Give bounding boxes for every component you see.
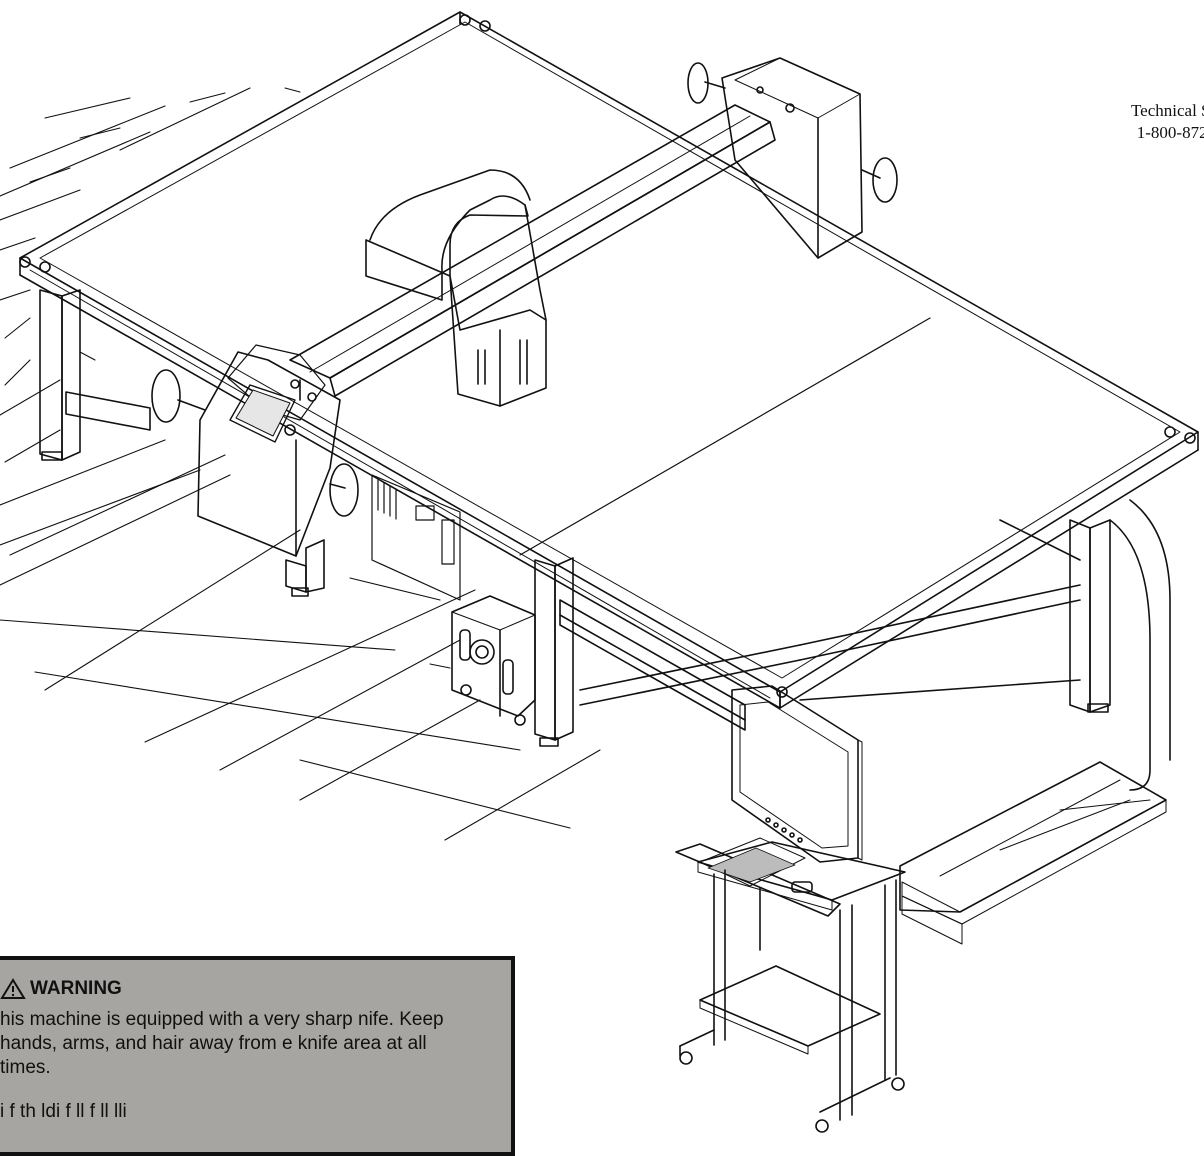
table-top	[19, 11, 1199, 709]
cutting-head	[365, 169, 547, 407]
right-control-box	[687, 57, 898, 259]
vacuum-unit	[451, 595, 536, 726]
takeup-tray	[899, 761, 1167, 945]
gantry-beam	[289, 104, 776, 401]
left-control-box	[151, 344, 359, 557]
technical-support-title: Technical Su	[1130, 101, 1204, 120]
warning-message-cutoff: i f th ldi f ll f ll lli	[0, 1101, 127, 1122]
warning-triangle-icon	[0, 978, 26, 999]
monitor	[731, 685, 863, 863]
computer-cart	[675, 837, 906, 1133]
technical-support-info: Technical Su 1-800-872-	[1075, 100, 1204, 144]
warning-box: WARNING his machine is equipped with a v…	[0, 956, 515, 1156]
warning-header: WARNING	[0, 978, 495, 1000]
warning-message: his machine is equipped with a very shar…	[0, 1009, 444, 1078]
table-frame	[39, 289, 1171, 791]
warning-title: WARNING	[30, 978, 122, 999]
side-panel	[371, 474, 461, 601]
technical-support-phone: 1-800-872-	[1136, 123, 1204, 142]
callout-leader-lines	[0, 87, 601, 841]
